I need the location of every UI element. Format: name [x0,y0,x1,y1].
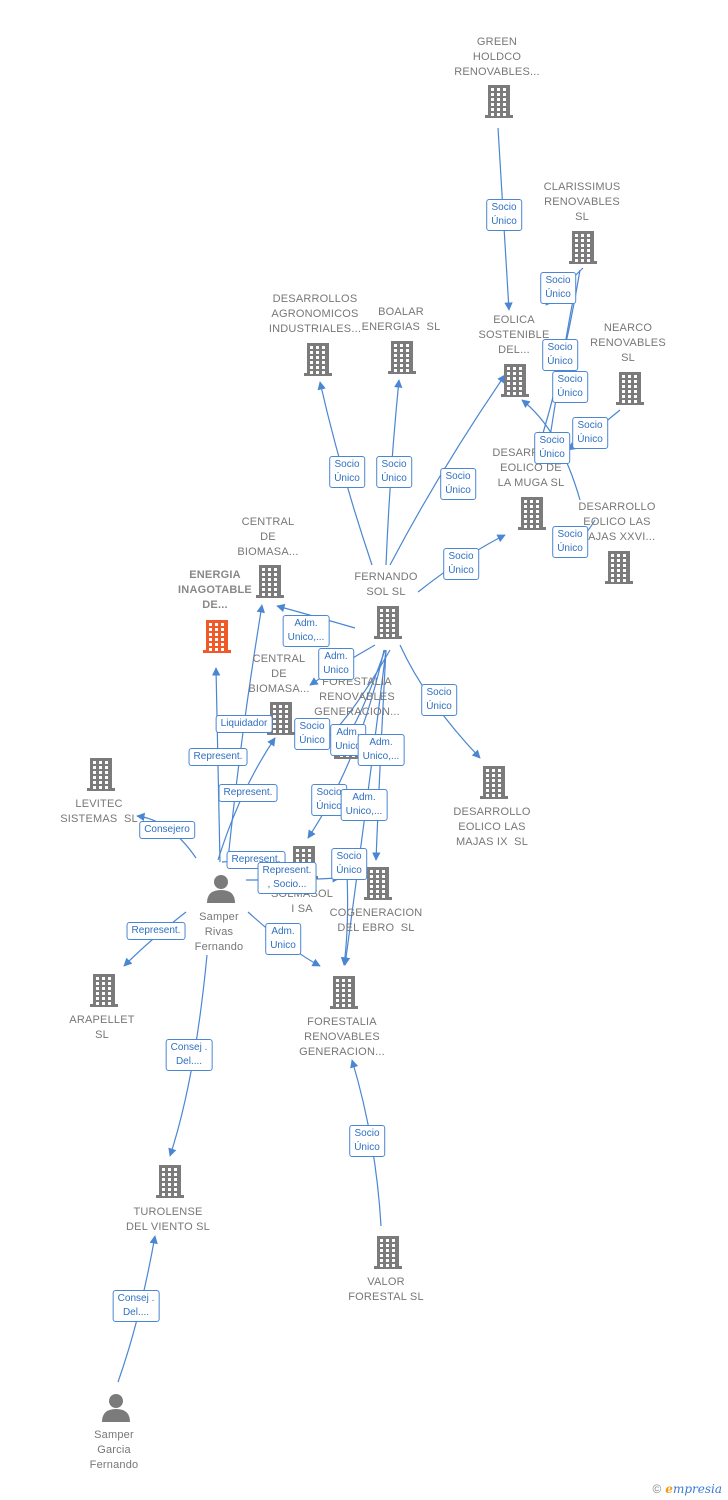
building-icon-clarissimus[interactable] [569,230,597,269]
relation-label-2[interactable]: Socio Único [542,339,578,371]
relation-label-17[interactable]: Adm. Unico,... [357,734,405,766]
relation-label-19[interactable]: Represent. [218,784,278,802]
building-icon-ix[interactable] [480,765,508,804]
node-label-green[interactable]: GREEN HOLDCO RENOVABLES... [454,36,540,78]
node-label-xxvi[interactable]: DESARROLLO EOLICO LAS MAJAS XXVI... [578,501,656,543]
relation-label-26[interactable]: Represent. [126,922,186,940]
relation-label-0[interactable]: Socio Único [486,199,522,231]
node-label-cb1[interactable]: CENTRAL DE BIOMASA... [237,516,299,558]
empresia-logo: ©empresia [652,1482,722,1496]
relation-label-3[interactable]: Socio Único [552,371,588,403]
node-label-nearco[interactable]: NEARCO RENOVABLES SL [590,322,666,364]
node-label-samper[interactable]: Samper Rivas Fernando [194,911,244,953]
relation-label-21[interactable]: Adm. Unico,... [340,789,388,821]
relation-label-7[interactable]: Socio Único [440,468,476,500]
person-icon-samper[interactable] [206,873,236,908]
node-label-clarissimus[interactable]: CLARISSIMUS RENOVABLES SL [543,181,621,223]
relation-label-4[interactable]: Socio Único [572,417,608,449]
building-icon-muga[interactable] [518,496,546,535]
building-icon-cb1[interactable] [256,564,284,603]
building-icon-levitec[interactable] [87,757,115,796]
relation-label-18[interactable]: Represent. [188,748,248,766]
node-label-levitec[interactable]: LEVITEC SISTEMAS SL [60,798,138,825]
node-label-boalar[interactable]: BOALAR ENERGIAS SL [361,306,441,333]
relation-label-28[interactable]: Consej . Del.... [165,1039,213,1071]
node-label-energia[interactable]: ENERGIA INAGOTABLE DE... [178,569,252,611]
building-icon-arapellet[interactable] [90,973,118,1012]
building-icon-eolica[interactable] [501,363,529,402]
building-icon-turolense[interactable] [156,1164,184,1203]
relation-label-5[interactable]: Socio Único [329,456,365,488]
relation-label-11[interactable]: Adm. Unico,... [282,615,330,647]
relation-label-12[interactable]: Adm. Unico [318,648,354,680]
relation-label-29[interactable]: Socio Único [349,1125,385,1157]
building-icon-nearco[interactable] [616,371,644,410]
node-label-cogen[interactable]: COGENERACION DEL EBRO SL [329,907,423,934]
node-label-eolica[interactable]: EOLICA SOSTENIBLE DEL... [478,314,550,356]
building-icon-valor[interactable] [374,1235,402,1274]
building-icon-green[interactable] [485,84,513,123]
building-icon-agro[interactable] [304,342,332,381]
node-label-fr1[interactable]: FORESTALIA RENOVABLES GENERACION... [314,676,400,718]
relation-label-24[interactable]: Represent. , Socio... [257,862,317,894]
relation-label-22[interactable]: Consejero [139,821,195,839]
relation-label-1[interactable]: Socio Único [540,272,576,304]
relation-label-8[interactable]: Socio Único [534,432,570,464]
node-label-arapellet[interactable]: ARAPELLET SL [69,1014,135,1041]
building-icon-cogen[interactable] [364,866,392,905]
building-icon-boalar[interactable] [388,340,416,379]
edge-14 [227,604,265,861]
node-label-turolense[interactable]: TUROLENSE DEL VIENTO SL [126,1206,210,1233]
node-label-cb2[interactable]: CENTRAL DE BIOMASA... [248,653,310,695]
person-icon-garcia[interactable] [101,1392,131,1427]
relation-label-13[interactable]: Socio Único [421,684,457,716]
building-icon-fr2[interactable] [330,975,358,1014]
relation-label-27[interactable]: Adm. Unico [265,923,301,955]
relation-label-14[interactable]: Liquidador [215,715,273,733]
relation-label-15[interactable]: Socio Único [294,718,330,750]
node-label-fernando[interactable]: FERNANDO SOL SL [354,571,418,598]
building-icon-fernando[interactable] [374,605,402,644]
node-label-ix[interactable]: DESARROLLO EOLICO LAS MAJAS IX SL [453,806,531,848]
relation-label-25[interactable]: Socio Único [331,848,367,880]
building-icon-energia[interactable] [203,619,231,658]
node-label-fr2[interactable]: FORESTALIA RENOVABLES GENERACION... [299,1016,385,1058]
relation-label-6[interactable]: Socio Único [376,456,412,488]
building-icon-cb2[interactable] [267,701,295,740]
node-label-agro[interactable]: DESARROLLOS AGRONOMICOS INDUSTRIALES... [268,293,362,335]
building-icon-xxvi[interactable] [605,550,633,589]
relation-label-9[interactable]: Socio Único [443,548,479,580]
node-label-garcia[interactable]: Samper Garcia Fernando [89,1429,139,1471]
relation-label-30[interactable]: Consej . Del.... [112,1290,160,1322]
node-label-valor[interactable]: VALOR FORESTAL SL [348,1276,424,1303]
relation-label-10[interactable]: Socio Único [552,526,588,558]
